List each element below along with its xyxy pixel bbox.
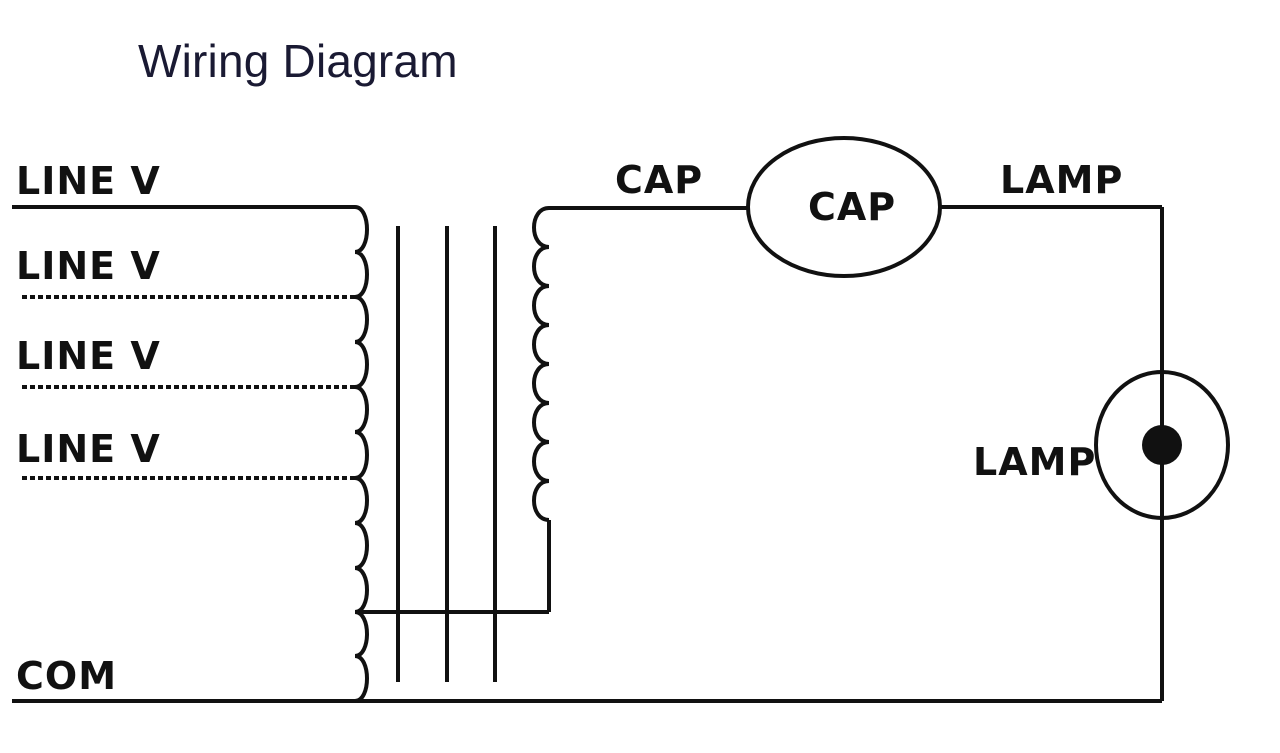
secondary-coil: [532, 206, 550, 522]
label-line-v-4: LINE V: [16, 427, 161, 471]
label-lamp-component: LAMP: [973, 440, 1096, 484]
label-line-v-1: LINE V: [16, 159, 161, 203]
diagram-title: Wiring Diagram: [138, 35, 458, 87]
label-line-v-2: LINE V: [16, 244, 161, 288]
label-lamp-wire: LAMP: [1000, 158, 1123, 202]
primary-coil: [354, 205, 369, 703]
label-com: COM: [16, 654, 117, 698]
lamp-center-dot: [1142, 425, 1182, 465]
label-cap-wire: CAP: [615, 158, 703, 202]
label-cap-component: CAP: [808, 185, 896, 229]
label-line-v-3: LINE V: [16, 334, 161, 378]
